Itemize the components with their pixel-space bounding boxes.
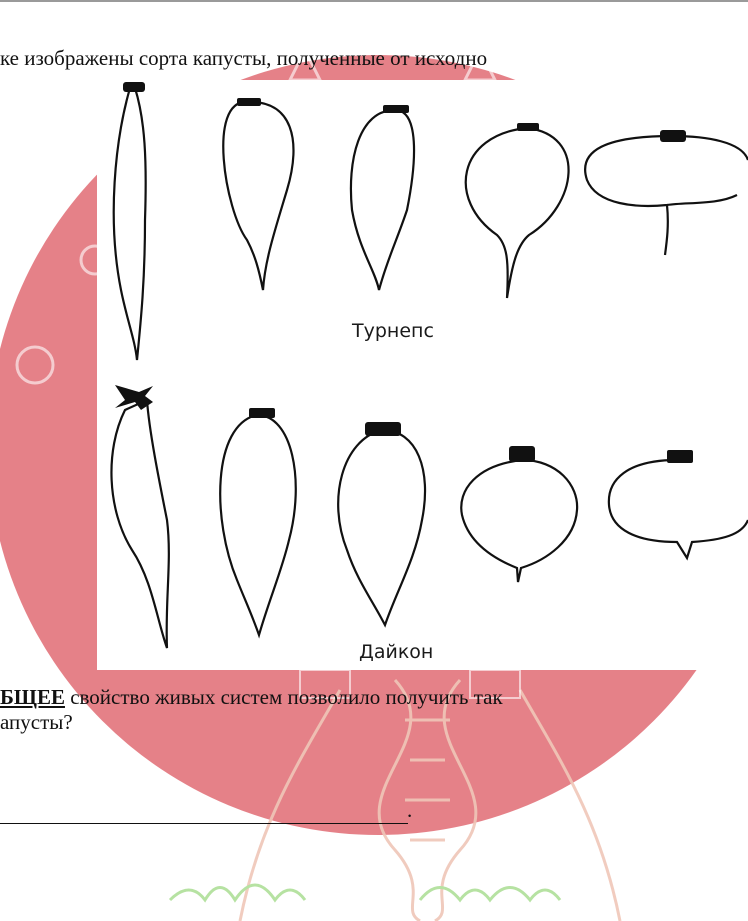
root-top-2-5 xyxy=(667,450,693,463)
question-line-1: БЩЕЕ свойство живых систем позволило пол… xyxy=(0,685,503,710)
root-1-1 xyxy=(114,88,146,360)
answer-terminator: . xyxy=(407,798,412,823)
root-top-1-5 xyxy=(660,130,686,142)
question-rest: свойство живых систем позволило получить… xyxy=(65,685,503,709)
label-turnip: Турнепс xyxy=(352,320,434,342)
intro-text: ке изображены сорта капусты, полученные … xyxy=(0,46,487,71)
figure-root-varieties: Турнепс Дайкон xyxy=(97,80,748,670)
root-2-3 xyxy=(338,430,425,625)
question-emphasis: БЩЕЕ xyxy=(0,685,65,709)
root-2-4 xyxy=(461,460,577,582)
root-top-1-3 xyxy=(383,105,409,113)
root-top-2-4 xyxy=(509,446,535,462)
root-top-2-2 xyxy=(249,408,275,418)
root-drawings xyxy=(97,80,748,670)
root-1-3 xyxy=(351,110,414,290)
label-daikon: Дайкон xyxy=(359,641,433,663)
root-1-5 xyxy=(585,136,748,255)
root-top-1-4 xyxy=(517,123,539,131)
root-1-2 xyxy=(223,102,293,290)
root-top-1-1 xyxy=(123,82,145,92)
question-line-2: апусты? xyxy=(0,710,73,735)
root-2-5 xyxy=(609,460,748,558)
root-top-1-2 xyxy=(237,98,261,106)
answer-blank-line[interactable] xyxy=(0,823,408,824)
root-1-4 xyxy=(466,128,569,298)
root-top-2-3 xyxy=(365,422,401,436)
root-2-2 xyxy=(220,415,296,635)
root-2-1 xyxy=(111,400,168,648)
